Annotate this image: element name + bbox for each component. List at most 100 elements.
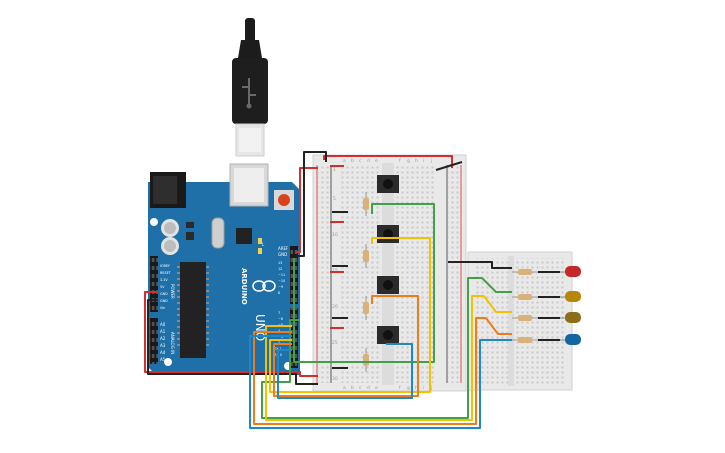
row-label: 10 bbox=[332, 232, 338, 238]
digital-pin-label: ~9 bbox=[278, 285, 283, 289]
led-body bbox=[565, 312, 581, 323]
analog-pin-labels: A0 A1 A2 A3 A4 A5 bbox=[160, 322, 166, 362]
column-label: c bbox=[359, 386, 362, 391]
row-label: 1 bbox=[333, 167, 336, 173]
led-l-label: L bbox=[262, 242, 265, 247]
power-pin-label: GND bbox=[160, 299, 168, 303]
push-button[interactable] bbox=[377, 175, 399, 193]
push-button[interactable] bbox=[377, 276, 399, 294]
aref-label: AREF bbox=[278, 246, 289, 251]
column-label: j bbox=[430, 385, 432, 391]
analog-pin-label: A5 bbox=[160, 357, 166, 362]
digital-pin-label: ~6 bbox=[278, 317, 283, 321]
led-body bbox=[565, 334, 581, 345]
column-label: d bbox=[367, 158, 370, 164]
power-pin-label: Vin bbox=[160, 306, 165, 310]
column-label: g bbox=[407, 159, 410, 164]
power-pin-label: RESET bbox=[160, 271, 172, 275]
usb-chip bbox=[236, 228, 252, 244]
digital-pin-label: 12 bbox=[278, 267, 282, 271]
wire-green[interactable] bbox=[293, 203, 435, 363]
wires bbox=[144, 151, 560, 429]
model-label: UNO bbox=[253, 314, 267, 341]
usb-cable[interactable] bbox=[232, 18, 268, 157]
column-label: h bbox=[415, 158, 418, 164]
resistor[interactable] bbox=[512, 294, 538, 300]
led-yellow[interactable] bbox=[560, 291, 581, 302]
power-pin-label: 3.3V bbox=[160, 278, 168, 282]
led-red[interactable] bbox=[560, 266, 581, 277]
wire-green[interactable] bbox=[261, 277, 482, 419]
resistor[interactable] bbox=[512, 269, 538, 275]
brand-label: ARDUINO bbox=[240, 268, 248, 305]
power-pin-label: IOREF bbox=[160, 264, 170, 268]
wire-red[interactable] bbox=[144, 291, 318, 377]
wire-black[interactable] bbox=[448, 261, 512, 269]
column-label: e bbox=[375, 159, 378, 164]
analog-pin-label: A1 bbox=[160, 329, 166, 334]
atmega-chip bbox=[180, 262, 206, 358]
wire-green[interactable] bbox=[481, 277, 512, 293]
column-label: b bbox=[351, 158, 354, 164]
wire-red[interactable] bbox=[323, 155, 453, 168]
column-label: i bbox=[423, 158, 424, 164]
analog-pin-label: A3 bbox=[160, 343, 166, 348]
row-label: 30 bbox=[332, 376, 338, 382]
row-label: 20 bbox=[332, 304, 338, 310]
column-label: j bbox=[430, 158, 432, 164]
digital-pin-label: 8 bbox=[278, 291, 280, 295]
wire-orange[interactable] bbox=[485, 317, 512, 335]
resistor[interactable] bbox=[512, 315, 538, 321]
analog-pin-label: A0 bbox=[160, 322, 166, 327]
column-label: b bbox=[351, 385, 354, 391]
led-body bbox=[565, 291, 581, 302]
row-label: 25 bbox=[332, 340, 338, 346]
led-body bbox=[565, 266, 581, 277]
column-label: g bbox=[407, 386, 410, 391]
led-blue[interactable] bbox=[560, 334, 581, 345]
digital-pin-label: 7 bbox=[278, 311, 280, 315]
led-amber[interactable] bbox=[560, 312, 581, 323]
arduino-logo bbox=[252, 280, 276, 292]
wire-black[interactable] bbox=[296, 151, 327, 257]
column-label: c bbox=[359, 159, 362, 164]
column-label: h bbox=[415, 385, 418, 391]
push-button[interactable] bbox=[377, 326, 399, 344]
power-pin-labels: IOREF RESET 3.3V 5V GND GND Vin bbox=[160, 264, 172, 310]
wire-blue[interactable] bbox=[249, 335, 512, 429]
resistor[interactable] bbox=[363, 296, 369, 320]
wire-orange[interactable] bbox=[253, 317, 486, 425]
column-label: e bbox=[375, 386, 378, 391]
digital-pin-label: TX 1 bbox=[273, 347, 282, 351]
digital-pin-label: ~11 bbox=[278, 273, 285, 277]
wire-yellow[interactable] bbox=[269, 237, 431, 393]
resistor[interactable] bbox=[363, 192, 369, 216]
wire-blue[interactable] bbox=[277, 343, 413, 399]
wire-black[interactable] bbox=[147, 299, 318, 385]
resistor[interactable] bbox=[512, 337, 538, 343]
power-pin-label: GND bbox=[160, 292, 168, 296]
column-label: f bbox=[399, 158, 401, 164]
push-button[interactable] bbox=[377, 225, 399, 243]
digital-pin-label: 13 bbox=[278, 261, 282, 265]
wire-black[interactable] bbox=[435, 161, 463, 171]
column-label: f bbox=[399, 385, 401, 391]
resistor[interactable] bbox=[363, 244, 369, 268]
column-label: i bbox=[423, 385, 424, 391]
crystal bbox=[211, 217, 225, 249]
wire-yellow[interactable] bbox=[483, 295, 512, 313]
analog-pin-label: A2 bbox=[160, 336, 166, 341]
column-label: a bbox=[343, 159, 346, 164]
analog-title: ANALOG IN bbox=[170, 332, 175, 354]
analog-pin-label: A4 bbox=[160, 350, 166, 355]
wire-red[interactable] bbox=[296, 167, 318, 253]
digital-pin-label: ~10 bbox=[278, 279, 285, 283]
arduino-uno-board[interactable]: AREF GND L ARDUINO UNO POWER ANALOG IN I… bbox=[148, 163, 300, 375]
wire-yellow[interactable] bbox=[265, 295, 484, 421]
power-title: POWER bbox=[170, 284, 175, 299]
wire-orange[interactable] bbox=[273, 295, 419, 397]
usb-icon bbox=[242, 78, 256, 109]
power-pin-label: 5V bbox=[160, 285, 165, 289]
column-label: d bbox=[367, 385, 370, 391]
